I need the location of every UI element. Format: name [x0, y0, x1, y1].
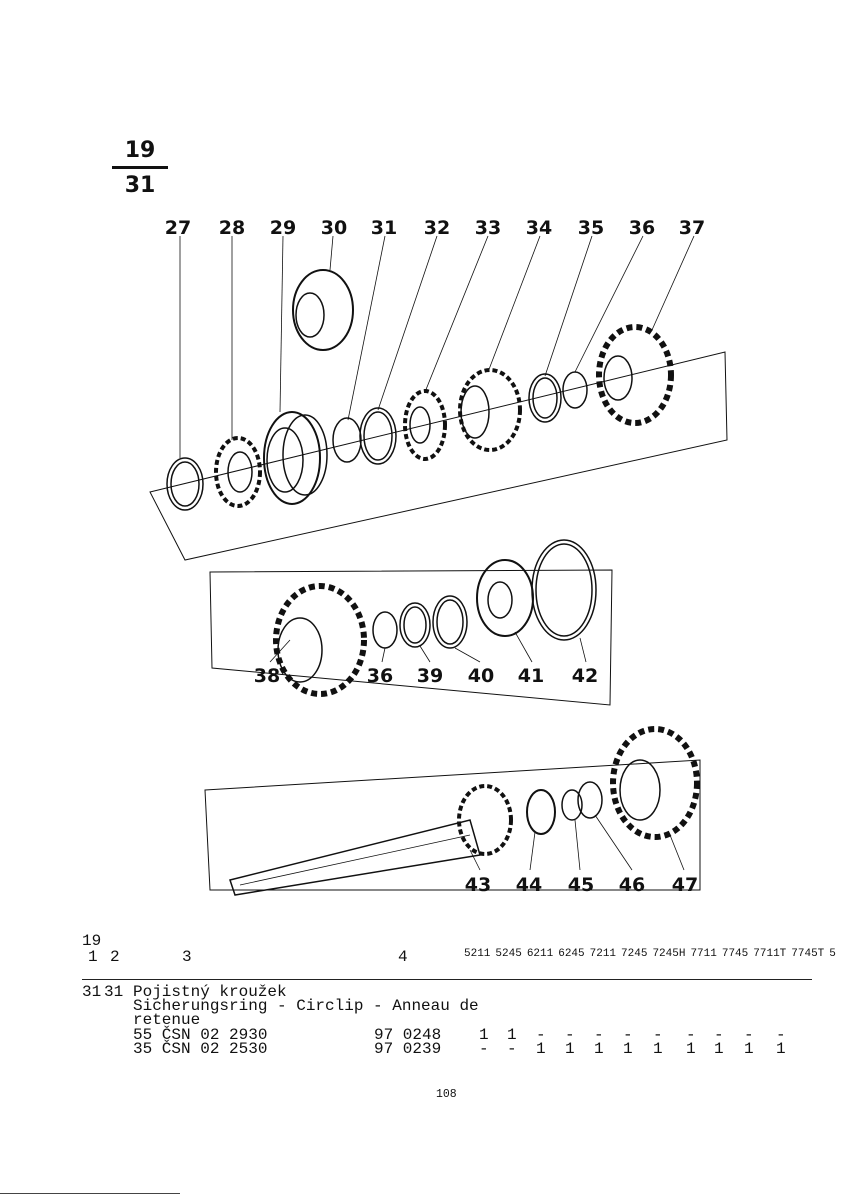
- callout: 47: [672, 874, 698, 896]
- model-header: 7711: [690, 948, 717, 960]
- qty-cell: 1: [536, 1040, 546, 1058]
- qty-cell: -: [594, 1026, 604, 1044]
- callout: 38: [254, 665, 280, 687]
- figure-item: 31: [124, 173, 156, 198]
- panel-2: [209, 569, 613, 706]
- entry-col2: 31: [104, 983, 124, 1001]
- part-name-multi-cont: retenue: [133, 1011, 201, 1029]
- col-header: 4: [398, 948, 408, 966]
- model-header: 7711T: [753, 948, 787, 960]
- qty-cell: -: [565, 1026, 575, 1044]
- variant-spec: 55 ČSN 02 2930: [133, 1026, 268, 1044]
- panel-3: [204, 759, 701, 891]
- part-name-multi: Sicherungsring - Circlip - Anneau de: [133, 997, 479, 1015]
- callout: 43: [465, 874, 491, 896]
- divider: [112, 166, 168, 169]
- callout: 44: [516, 874, 542, 896]
- leader-lines: [179, 235, 695, 871]
- callout: 28: [219, 217, 245, 239]
- callout: 27: [165, 217, 191, 239]
- header-rule: [82, 979, 812, 980]
- callout: 36: [629, 217, 655, 239]
- callout: 46: [619, 874, 645, 896]
- qty-cell: -: [623, 1026, 633, 1044]
- row1-parts: [166, 269, 674, 511]
- model-header: 6211: [526, 948, 554, 960]
- model-header: 7745T: [791, 948, 825, 960]
- part-name-cz: Pojistný kroužek: [133, 983, 287, 1001]
- entry-col1: 31: [82, 983, 102, 1001]
- qty-cell: -: [479, 1040, 489, 1058]
- qty-cell: 1: [776, 1040, 786, 1058]
- callout: 45: [568, 874, 594, 896]
- callout: 35: [578, 217, 604, 239]
- qty-cell: 1: [623, 1040, 633, 1058]
- qty-cell: 1: [565, 1040, 575, 1058]
- model-headers: 5211 5245 6211 6245 7211 7245 7245H 7711 7745 771…: [464, 948, 841, 960]
- model-header: 7211: [589, 948, 617, 960]
- exploded-parts-diagram: 27 28 29 30 31 32 33 34 35 36 37 38 36 3…: [149, 217, 728, 896]
- callout: 33: [475, 217, 501, 239]
- variant-spec: 35 ČSN 02 2530: [133, 1040, 268, 1058]
- variant-part-no: 97 0239: [374, 1040, 442, 1058]
- qty-cell: 1: [714, 1040, 724, 1058]
- qty-cell: -: [653, 1026, 663, 1044]
- qty-cell: -: [507, 1040, 517, 1058]
- model-header: 5245: [495, 948, 522, 960]
- model-header: 7245: [621, 948, 648, 960]
- model-header: 5211: [464, 948, 491, 960]
- variant-part-no: 97 0248: [374, 1026, 442, 1044]
- col-header: 1: [88, 948, 98, 966]
- callout: 30: [321, 217, 347, 239]
- panel-1: [149, 351, 728, 561]
- model-header: 5: [829, 948, 836, 960]
- qty-cell: 1: [686, 1040, 696, 1058]
- callout: 42: [572, 665, 598, 687]
- callout: 41: [518, 665, 544, 687]
- qty-cell: 1: [479, 1026, 489, 1044]
- model-header: 6245: [558, 948, 585, 960]
- callout: 34: [526, 217, 552, 239]
- callout-labels: 27 28 29 30 31 32 33 34 35 36 37 38 36 3…: [165, 217, 705, 896]
- callout: 39: [417, 665, 443, 687]
- model-header: 7745: [721, 948, 749, 960]
- qty-cell: 1: [507, 1026, 517, 1044]
- qty-cell: 1: [744, 1040, 754, 1058]
- callout: 29: [270, 217, 296, 239]
- callout: 37: [679, 217, 705, 239]
- group-label: 19: [82, 932, 102, 950]
- model-header: 7245H: [652, 948, 686, 960]
- qty-cell: 1: [653, 1040, 663, 1058]
- page-number: 108: [436, 1088, 457, 1101]
- callout: 31: [371, 217, 397, 239]
- row3-parts: [229, 726, 700, 896]
- figure-group: 19: [124, 138, 156, 163]
- qty-cell: -: [686, 1026, 696, 1044]
- qty-cell: -: [536, 1026, 546, 1044]
- qty-cell: -: [744, 1026, 754, 1044]
- footer-rule: [0, 1193, 180, 1194]
- callout: 36: [367, 665, 393, 687]
- qty-cell: 1: [594, 1040, 604, 1058]
- col-header: 3: [182, 948, 192, 966]
- callout: 40: [468, 665, 494, 687]
- callout: 32: [424, 217, 450, 239]
- col-header: 2: [110, 948, 120, 966]
- qty-cell: -: [776, 1026, 786, 1044]
- qty-cell: -: [714, 1026, 724, 1044]
- figure-number: 19 31: [112, 138, 168, 199]
